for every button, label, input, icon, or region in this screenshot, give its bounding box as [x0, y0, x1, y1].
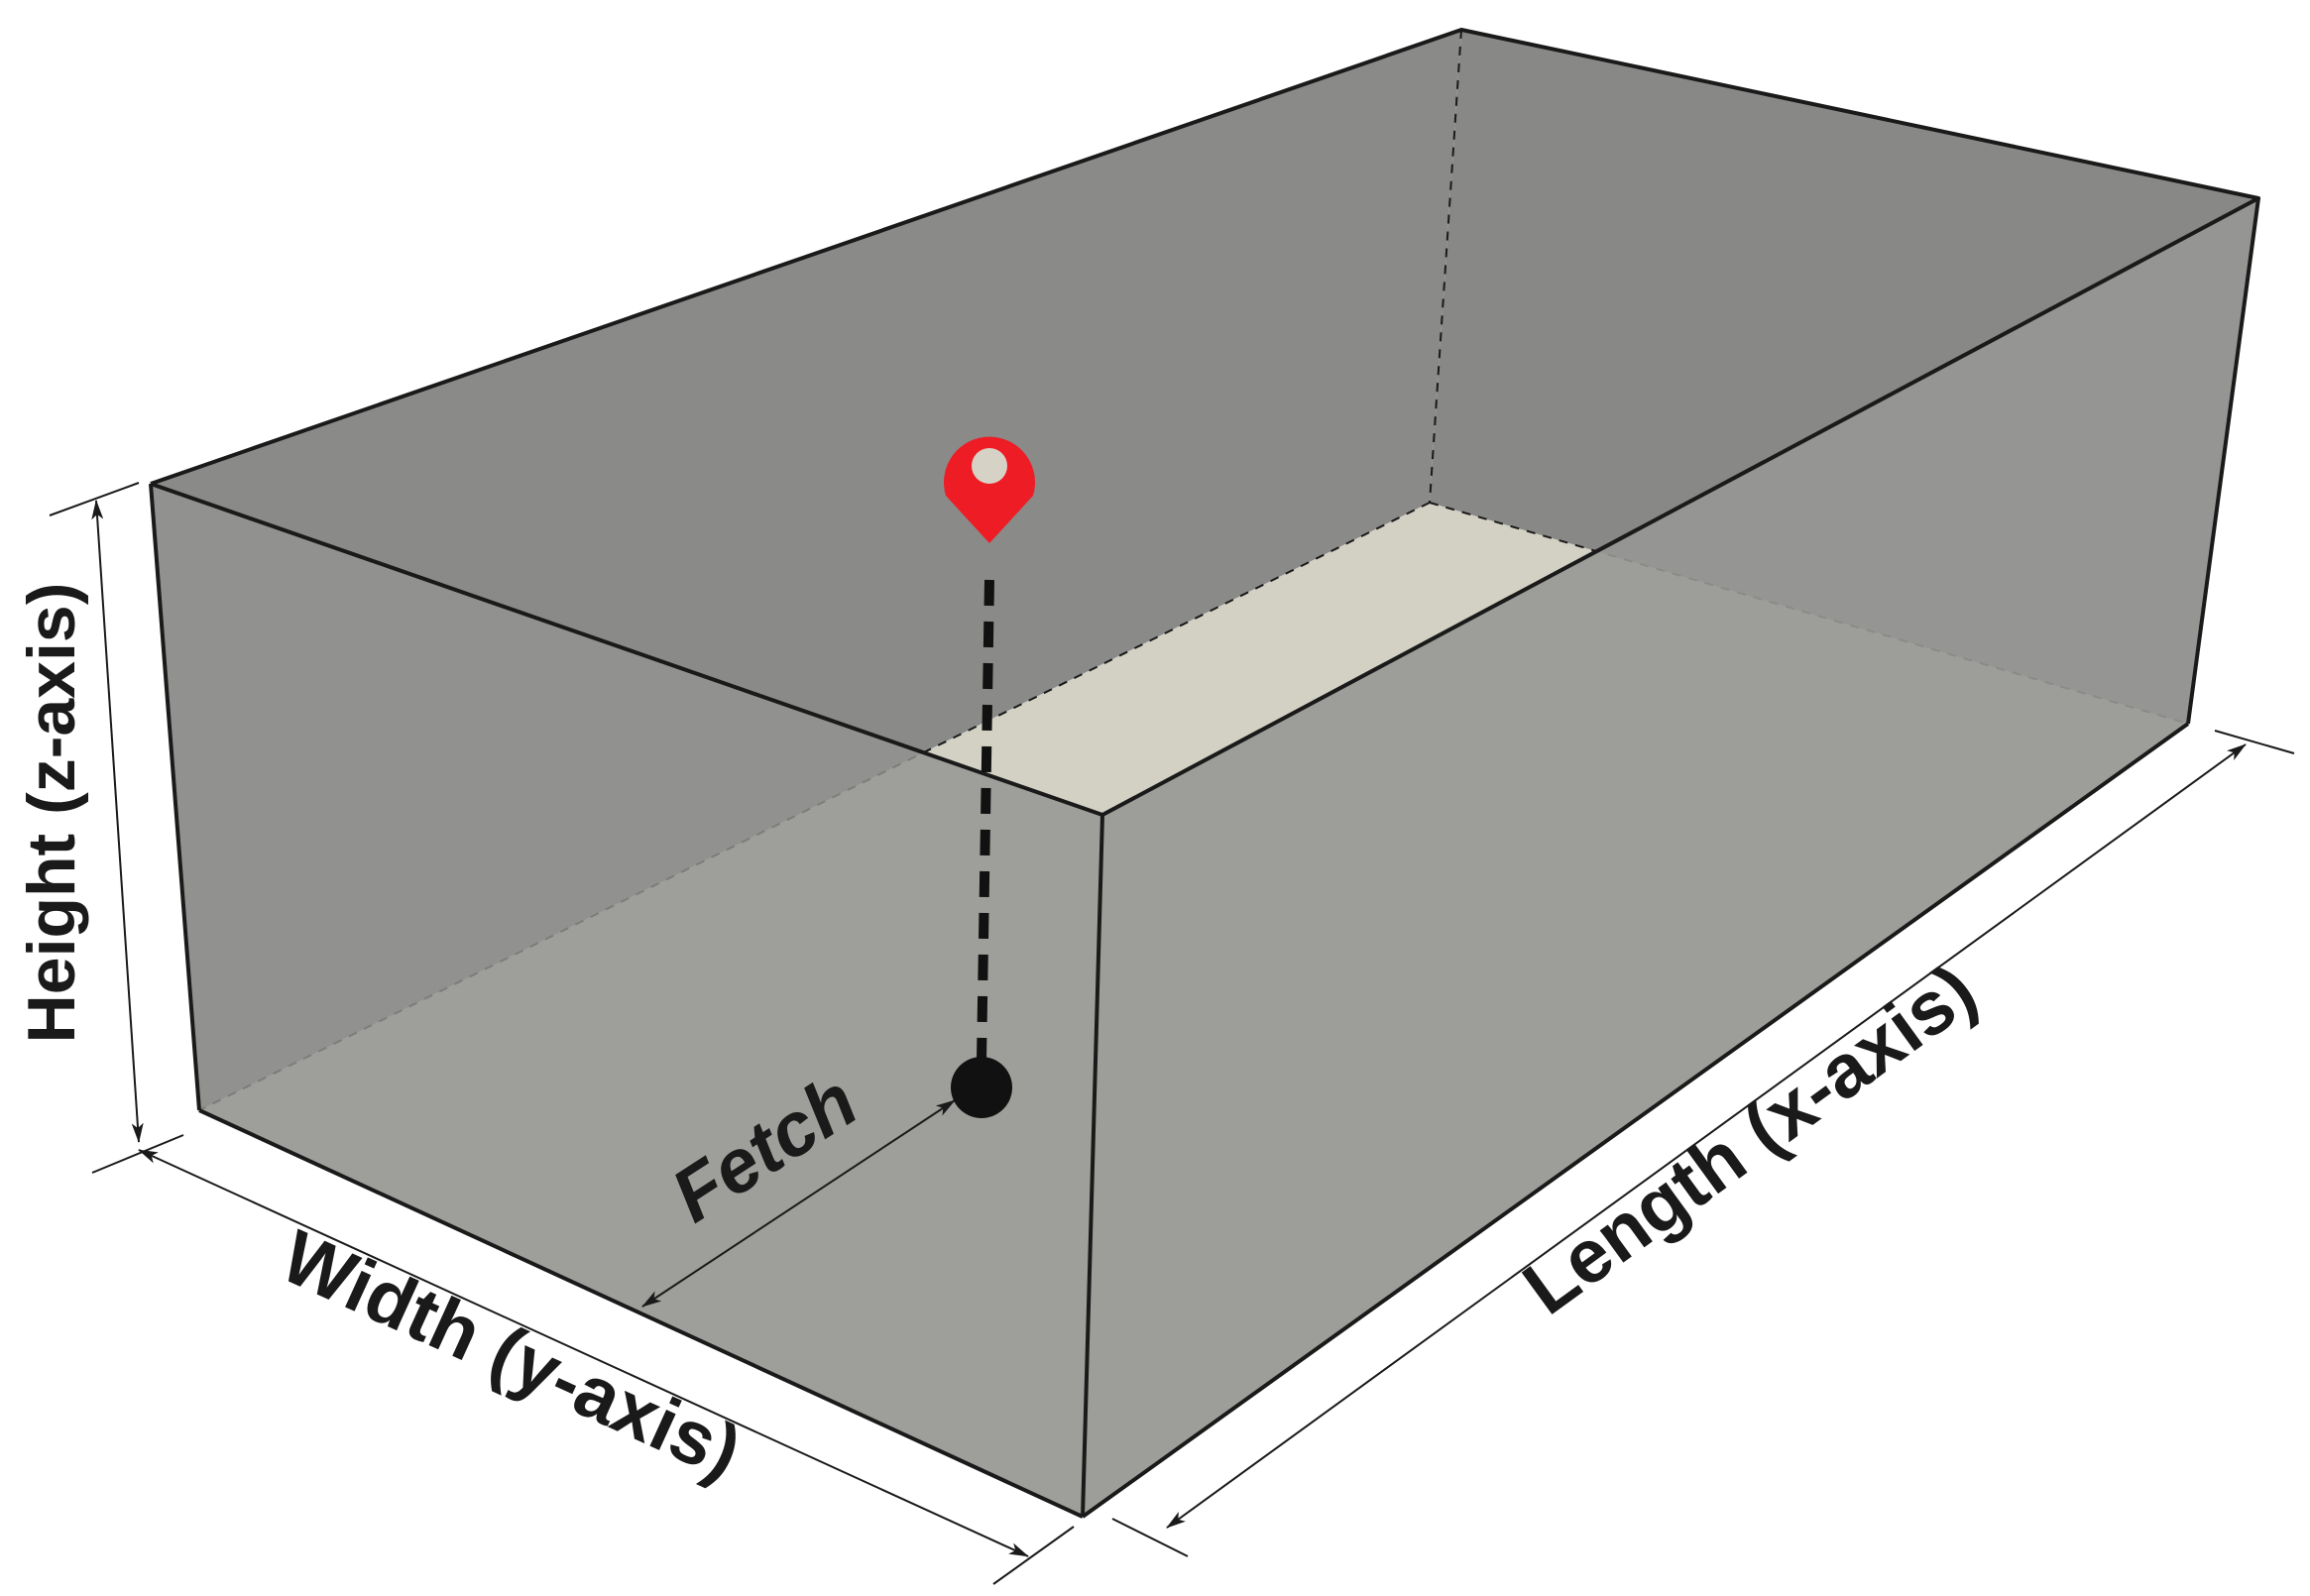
- edge-front-vertical: [1081, 814, 1104, 1518]
- point-dot-icon: [951, 1057, 1012, 1118]
- height-extension-bottom: [91, 1134, 184, 1174]
- height-extension-top: [49, 482, 140, 516]
- length-dimension-line: [1166, 743, 2247, 1529]
- height-dimension-line: [91, 500, 144, 1143]
- length-extension-right: [2214, 730, 2295, 754]
- location-pin-icon: [944, 436, 1035, 543]
- edge-right-vertical: [2186, 197, 2260, 725]
- length-extension-left: [1111, 1518, 1189, 1557]
- fetch-dimension-line: [641, 1099, 956, 1308]
- width-extension-right: [992, 1526, 1075, 1585]
- width-dimension-line: [138, 1149, 1029, 1557]
- height-label: Height (z-axis): [14, 583, 89, 1044]
- edge-left-vertical: [149, 483, 201, 1111]
- hidden-edge-vertical: [1429, 29, 1462, 504]
